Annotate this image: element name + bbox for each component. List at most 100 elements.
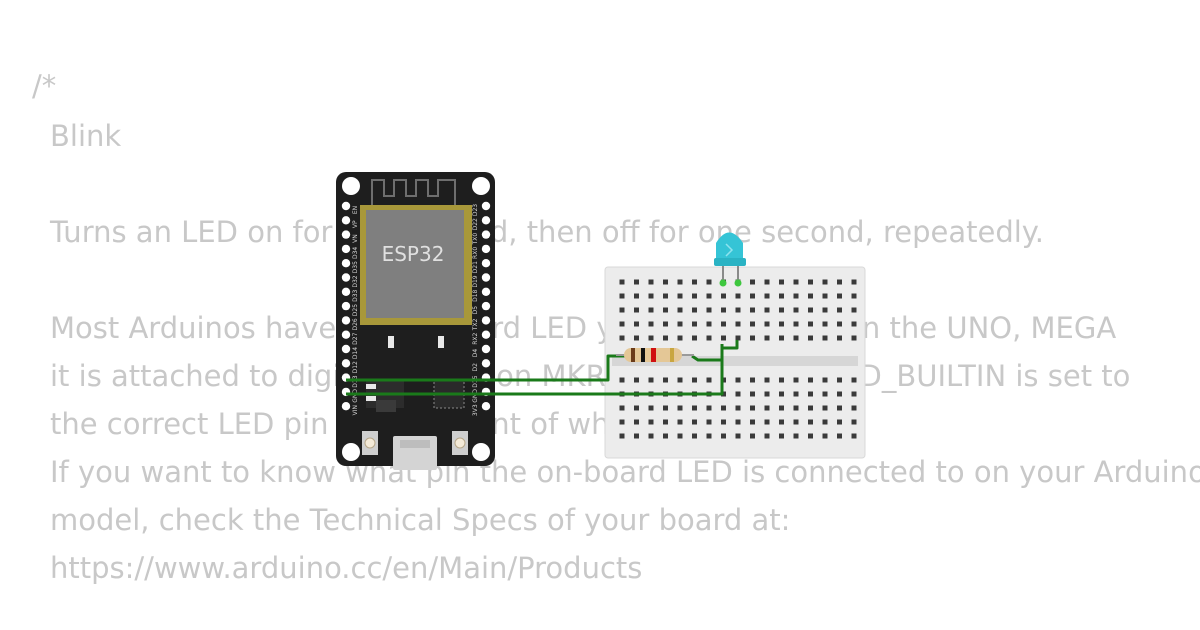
pin-label: D14 xyxy=(352,347,359,359)
pin-label: D34 xyxy=(352,247,359,259)
pin-label: D25 xyxy=(352,304,359,316)
breadboard-hole xyxy=(677,293,683,299)
pin-d35[interactable] xyxy=(341,259,351,268)
breadboard-hole xyxy=(721,335,726,341)
pin-d22[interactable] xyxy=(481,216,491,225)
breadboard-hole xyxy=(634,335,639,341)
esp32-board[interactable]: ESP32 ENVPVND34D35D32D33D25D26D27D14D12D… xyxy=(336,172,495,470)
pin-d33[interactable] xyxy=(341,287,351,296)
pin-d21[interactable] xyxy=(481,259,491,268)
breadboard-hole xyxy=(663,321,668,327)
breadboard-hole xyxy=(793,391,799,397)
breadboard-hole xyxy=(634,293,639,299)
pin-d23[interactable] xyxy=(481,201,491,211)
breadboard-hole xyxy=(634,279,639,285)
breadboard-hole xyxy=(851,279,857,285)
pin-rx0[interactable] xyxy=(481,244,491,254)
breadboard-hole xyxy=(648,433,654,439)
wire-led-link xyxy=(691,344,724,362)
breadboard-hole xyxy=(648,405,654,411)
led[interactable] xyxy=(714,232,746,287)
breadboard-hole xyxy=(648,279,654,285)
pin-label: GND xyxy=(472,389,479,403)
resistor[interactable] xyxy=(616,348,694,362)
breadboard-hole xyxy=(619,433,625,439)
en-button[interactable] xyxy=(362,431,378,455)
breadboard-hole xyxy=(822,279,828,285)
breadboard-hole xyxy=(706,405,712,411)
pin-label: D5 xyxy=(472,306,479,315)
pin-label: TX0 xyxy=(472,233,479,246)
pin-vn[interactable] xyxy=(341,230,351,239)
breadboard-hole xyxy=(721,307,726,313)
breadboard[interactable] xyxy=(604,266,866,459)
pin-d32[interactable] xyxy=(341,273,351,282)
breadboard-hole xyxy=(750,419,755,425)
pin-label: D27 xyxy=(352,332,359,344)
pin-d14[interactable] xyxy=(341,344,351,354)
pin-d4[interactable] xyxy=(481,344,491,354)
breadboard-hole xyxy=(779,433,784,439)
breadboard-hole xyxy=(822,293,828,299)
pin-label: 3V3 xyxy=(472,404,479,416)
pin-label: D26 xyxy=(352,318,359,330)
breadboard-hole xyxy=(808,335,813,341)
pin-d27[interactable] xyxy=(341,330,351,339)
pin-d2[interactable] xyxy=(481,359,491,368)
breadboard-hole xyxy=(692,279,697,285)
pin-tx2[interactable] xyxy=(481,316,491,325)
breadboard-hole xyxy=(837,307,842,313)
breadboard-hole xyxy=(648,307,654,313)
breadboard-hole xyxy=(706,433,712,439)
breadboard-hole xyxy=(735,377,741,383)
pin-tx0[interactable] xyxy=(481,230,491,239)
boot-button[interactable] xyxy=(452,431,468,455)
breadboard-hole xyxy=(764,433,770,439)
breadboard-hole xyxy=(692,433,697,439)
breadboard-hole xyxy=(706,335,712,341)
pin-en[interactable] xyxy=(341,201,351,211)
breadboard-hole xyxy=(837,405,842,411)
pin-d12[interactable] xyxy=(341,359,351,368)
pin-vp[interactable] xyxy=(341,216,351,225)
breadboard-hole xyxy=(735,419,741,425)
pin-d25[interactable] xyxy=(341,301,351,311)
breadboard-hole xyxy=(619,405,625,411)
breadboard-hole xyxy=(619,279,625,285)
pin-label: D22 xyxy=(472,218,479,230)
breadboard-hole xyxy=(634,419,639,425)
breadboard-hole xyxy=(648,335,654,341)
pin-label: D32 xyxy=(352,275,359,287)
breadboard-hole xyxy=(735,321,741,327)
pin-d26[interactable] xyxy=(341,316,351,325)
breadboard-hole xyxy=(750,321,755,327)
breadboard-hole xyxy=(663,307,668,313)
breadboard-hole xyxy=(808,321,813,327)
breadboard-hole xyxy=(634,433,639,439)
breadboard-hole xyxy=(750,433,755,439)
breadboard-hole xyxy=(764,307,770,313)
breadboard-hole xyxy=(648,293,654,299)
breadboard-hole xyxy=(808,391,813,397)
pin-3v3[interactable] xyxy=(481,402,491,411)
pin-label: D23 xyxy=(472,204,479,216)
breadboard-hole xyxy=(779,321,784,327)
breadboard-hole xyxy=(663,335,668,341)
pin-d34[interactable] xyxy=(341,244,351,254)
pin-vin[interactable] xyxy=(341,402,351,411)
pin-d19[interactable] xyxy=(481,273,491,282)
pin-d5[interactable] xyxy=(481,301,491,311)
pin-label: D2 xyxy=(472,363,479,372)
breadboard-hole xyxy=(837,335,842,341)
breadboard-hole xyxy=(706,279,712,285)
breadboard-hole xyxy=(808,279,813,285)
breadboard-hole xyxy=(808,307,813,313)
breadboard-hole xyxy=(793,335,799,341)
breadboard-hole xyxy=(677,377,683,383)
pin-rx2[interactable] xyxy=(481,330,491,339)
pin-d18[interactable] xyxy=(481,287,491,296)
breadboard-hole xyxy=(808,377,813,383)
pin-label: VN xyxy=(352,234,359,243)
breadboard-hole xyxy=(822,335,828,341)
breadboard-hole xyxy=(822,433,828,439)
